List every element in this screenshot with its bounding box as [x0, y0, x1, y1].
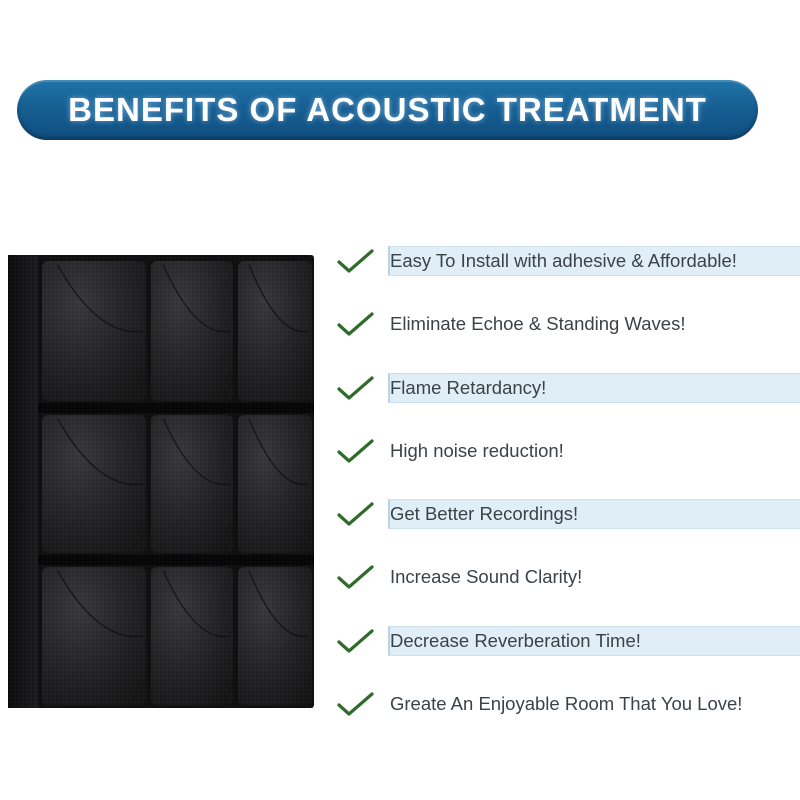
benefit-text: Flame Retardancy!	[390, 376, 547, 398]
checkmark-icon	[337, 249, 374, 273]
benefit-item: Easy To Install with adhesive & Affordab…	[336, 230, 800, 293]
checkmark-icon	[337, 439, 374, 463]
benefit-item: Get Better Recordings!	[336, 483, 800, 546]
highlight-strip	[388, 499, 800, 530]
benefit-text: Greate An Enjoyable Room That You Love!	[390, 693, 743, 715]
benefit-text: Get Better Recordings!	[390, 503, 579, 525]
banner-title: BENEFITS OF ACOUSTIC TREATMENT	[68, 91, 707, 128]
highlight-strip	[388, 625, 800, 656]
acoustic-foam-panel-image	[8, 255, 316, 710]
highlight-strip	[388, 372, 800, 403]
benefit-text: High noise reduction!	[390, 439, 564, 461]
benefit-item: Increase Sound Clarity!	[336, 546, 800, 609]
benefit-item: Decrease Reverberation Time!	[336, 610, 800, 673]
benefit-item: Flame Retardancy!	[336, 357, 800, 420]
benefit-text: Increase Sound Clarity!	[390, 566, 583, 588]
checkmark-icon	[337, 692, 374, 716]
benefit-text: Decrease Reverberation Time!	[390, 629, 641, 651]
benefit-text: Easy To Install with adhesive & Affordab…	[390, 250, 737, 271]
checkmark-icon	[337, 629, 374, 653]
benefit-item: Greate An Enjoyable Room That You Love!	[336, 673, 800, 736]
title-banner: BENEFITS OF ACOUSTIC TREATMENT	[17, 80, 758, 140]
checkmark-icon	[337, 375, 374, 400]
checkmark-icon	[337, 312, 374, 336]
benefit-item: Eliminate Echoe & Standing Waves!	[336, 293, 800, 356]
benefit-item: High noise reduction!	[336, 420, 800, 483]
checkmark-icon	[337, 565, 374, 590]
highlight-strip	[388, 246, 800, 276]
checkmark-icon	[337, 502, 374, 526]
benefits-list: Easy To Install with adhesive & Affordab…	[336, 230, 800, 736]
benefit-text: Eliminate Echoe & Standing Waves!	[390, 313, 686, 335]
